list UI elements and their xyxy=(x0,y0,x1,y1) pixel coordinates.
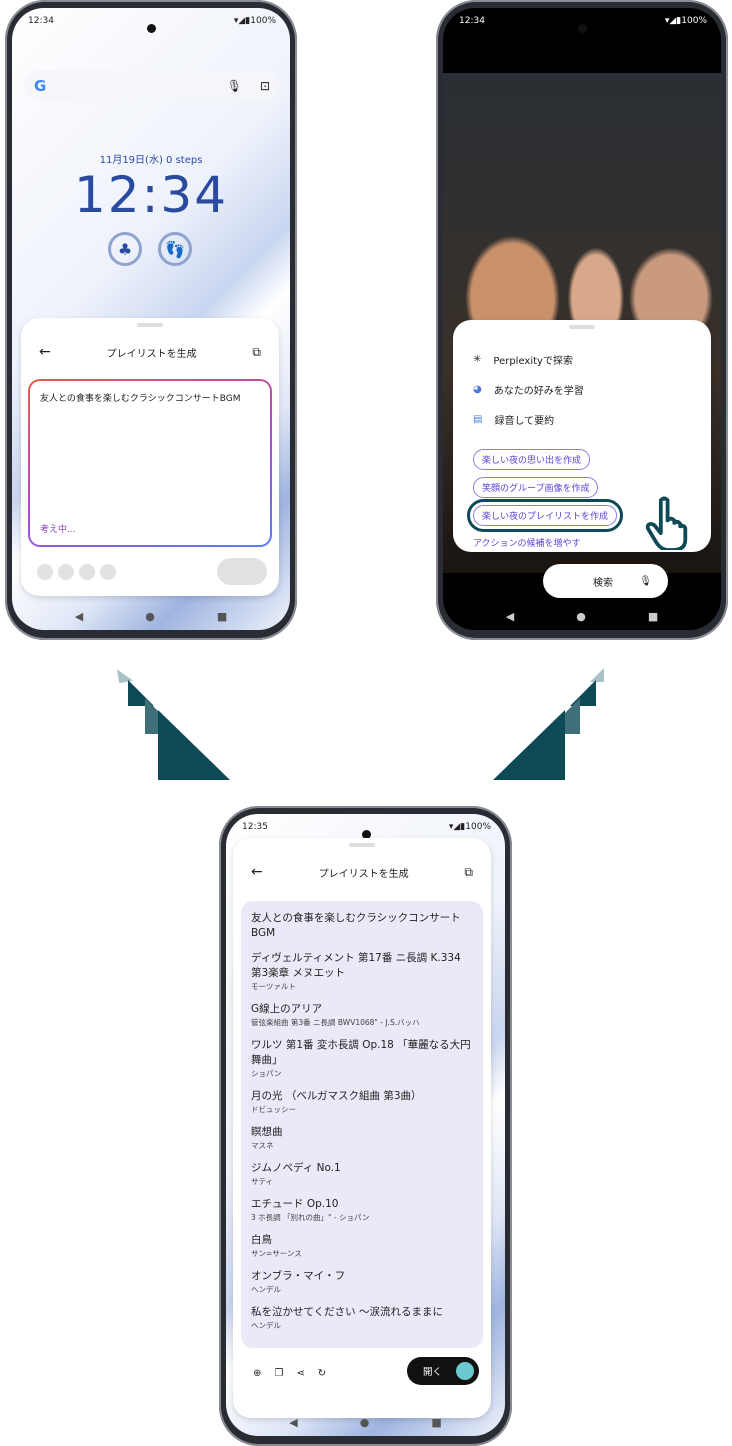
clock: 12:34 xyxy=(73,166,229,224)
list-item[interactable]: ワルツ 第1番 変ホ長調 Op.18 「華麗なる大円舞曲」ショパン xyxy=(251,1039,471,1078)
panel-title: プレイリストを生成 xyxy=(318,868,409,880)
music-app-icon xyxy=(456,1362,474,1380)
search-pill[interactable]: 検索🎙 xyxy=(543,564,668,598)
open-external-icon[interactable]: ⧉ xyxy=(464,864,473,879)
prompt-box[interactable]: 友人との食事を楽しむクラシックコンサートBGM 考え中... xyxy=(28,379,272,547)
photo-screen: 12:34▾◢▮100% ✳Perplexityで探索 ◕あなたの好みを学習 ▤… xyxy=(443,8,721,630)
mic-icon[interactable]: 🎙 xyxy=(639,575,652,587)
date-steps: 11月19日(水) 0 steps xyxy=(99,155,203,166)
list-item[interactable]: ディヴェルティメント 第17番 ニ長調 K.334 第3楽章 メヌエットモーツァ… xyxy=(251,952,461,991)
playlist-list[interactable]: 友人との食事を楽しむクラシックコンサートBGM ディヴェルティメント 第17番 … xyxy=(241,901,483,1348)
lens-icon[interactable]: ⊡ xyxy=(259,79,270,93)
home-nav-icon[interactable]: ● xyxy=(145,609,155,623)
google-icon: G xyxy=(34,77,47,95)
placeholder-button xyxy=(217,558,267,585)
list-item[interactable]: G線上のアリア管弦楽組曲 第3番 ニ長調 BWV1068" - J.S.バッハ xyxy=(251,1003,420,1027)
menu-learn[interactable]: ◕あなたの好みを学習 xyxy=(473,383,584,397)
recents-nav-icon[interactable]: ■ xyxy=(216,609,228,623)
chip-memories[interactable]: 楽しい夜の思い出を作成 xyxy=(473,449,591,470)
menu-record[interactable]: ▤録音して要約 xyxy=(473,413,555,427)
record-summary-icon: ▤ xyxy=(473,413,483,425)
playlist-result-panel: ← プレイリストを生成 ⧉ 友人との食事を楽しむクラシックコンサートBGM ディヴェ… xyxy=(233,838,491,1418)
footsteps-icon[interactable]: 👣 xyxy=(158,232,192,266)
phone-left: 12:34▾◢▮100% G 🎙 ⊡ 11月19日(水) 0 steps 12:3… xyxy=(5,0,297,640)
menu-perplexity[interactable]: ✳Perplexityで探索 xyxy=(473,353,573,367)
chip-playlist[interactable]: 楽しい夜のプレイリストを作成 xyxy=(466,499,624,532)
back-arrow-icon[interactable]: ← xyxy=(39,344,51,360)
learn-icon: ◕ xyxy=(473,383,482,395)
phone-right: 12:34▾◢▮100% ✳Perplexityで探索 ◕あなたの好みを学習 ▤… xyxy=(436,0,728,640)
nav-bar: ◀ ● ■ xyxy=(12,606,290,626)
actions-panel: ✳Perplexityで探索 ◕あなたの好みを学習 ▤録音して要約 楽しい夜の思… xyxy=(453,320,711,552)
back-arrow-icon[interactable]: ← xyxy=(251,864,263,880)
playlist-panel: ← プレイリストを生成 ⧉ 友人との食事を楽しむクラシックコンサートBGM 考え中.… xyxy=(21,318,279,596)
list-item[interactable]: 瞑想曲マスネ xyxy=(251,1126,283,1150)
google-search-bar[interactable]: G 🎙 ⊡ xyxy=(24,70,280,102)
more-actions-link[interactable]: アクションの候補を増やす xyxy=(473,539,581,549)
feedback-icon[interactable]: ⊕ xyxy=(253,1368,262,1379)
list-item[interactable]: 月の光 （ベルガマスク組曲 第3曲）ドビュッシー xyxy=(251,1090,422,1114)
home-screen: 12:34▾◢▮100% G 🎙 ⊡ 11月19日(水) 0 steps 12:3… xyxy=(12,8,290,630)
open-external-icon[interactable]: ⧉ xyxy=(252,344,261,359)
phone-bottom: 12:35▾◢▮100% ←プレイリストを生成⧉ 友人との食事を楽しむクラシック… xyxy=(219,806,512,1446)
list-item[interactable]: オンブラ・マイ・フヘンデル xyxy=(251,1270,346,1294)
refresh-icon[interactable]: ↻ xyxy=(317,1368,327,1379)
placeholder-icons xyxy=(37,564,116,580)
back-nav-icon[interactable]: ◀ xyxy=(74,609,84,623)
pointing-hand-icon xyxy=(643,496,693,552)
thinking-status: 考え中... xyxy=(40,525,76,535)
tree-icon[interactable]: ♣ xyxy=(108,232,142,266)
chip-group-image[interactable]: 笑顔のグループ画像を作成 xyxy=(473,477,599,498)
open-button[interactable]: 開く xyxy=(407,1357,479,1385)
mic-icon[interactable]: 🎙 xyxy=(226,79,242,93)
camera xyxy=(147,24,156,33)
list-item[interactable]: 私を泣かせてください 〜涙流れるままにヘンデル xyxy=(251,1306,444,1330)
status-bar: 12:34▾◢▮100% xyxy=(28,16,276,26)
perplexity-icon: ✳ xyxy=(473,353,482,365)
prompt-text: 友人との食事を楽しむクラシックコンサートBGM xyxy=(251,912,461,939)
list-item[interactable]: 白鳥サン=サーンス xyxy=(251,1234,302,1258)
copy-icon[interactable]: ❐ xyxy=(274,1368,284,1379)
share-icon[interactable]: ⋖ xyxy=(296,1368,305,1379)
panel-title: プレイリストを生成 xyxy=(106,348,197,360)
